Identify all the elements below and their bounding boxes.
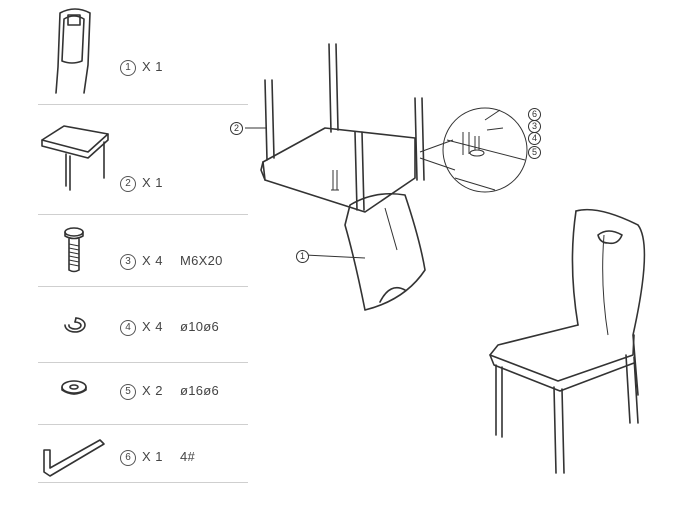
part-number: 4: [120, 320, 136, 336]
spring-washer-icon: [64, 317, 86, 333]
chair-seat-frame-icon: [41, 125, 109, 191]
divider: [38, 482, 248, 483]
part-quantity: X 1: [142, 449, 164, 464]
allen-key-icon: [43, 439, 105, 477]
divider: [38, 214, 248, 215]
divider: [38, 286, 248, 287]
part-number: 3: [120, 254, 136, 270]
part-quantity: X 4: [142, 319, 164, 334]
bolt-icon: [64, 227, 84, 273]
assembled-chair-drawing: [489, 208, 646, 474]
part-spec: ø10ø6: [180, 319, 220, 334]
part-spec: ø16ø6: [180, 383, 220, 398]
callout-frame: 2: [230, 122, 243, 135]
part-quantity: X 1: [142, 59, 164, 74]
assembly-drawing: [245, 43, 528, 311]
divider: [38, 424, 248, 425]
callout-detail: 4: [528, 132, 541, 145]
part-number: 2: [120, 176, 136, 192]
part-quantity: X 4: [142, 253, 164, 268]
part-quantity: X 2: [142, 383, 164, 398]
part-number: 6: [120, 450, 136, 466]
part-number: 1: [120, 60, 136, 76]
callout-backrest: 1: [296, 250, 309, 263]
callout-detail: 5: [528, 146, 541, 159]
flat-washer-icon: [61, 380, 87, 395]
part-spec: M6X20: [180, 253, 223, 268]
part-quantity: X 1: [142, 175, 164, 190]
part-spec: 4#: [180, 449, 196, 464]
chair-backrest-icon: [55, 8, 91, 94]
parts-list: 1 X 1 2 X 1 3 X 4 M6X20 4 X 4 ø10ø6 5 X …: [0, 0, 250, 518]
part-number: 5: [120, 384, 136, 400]
divider: [38, 104, 248, 105]
divider: [38, 362, 248, 363]
